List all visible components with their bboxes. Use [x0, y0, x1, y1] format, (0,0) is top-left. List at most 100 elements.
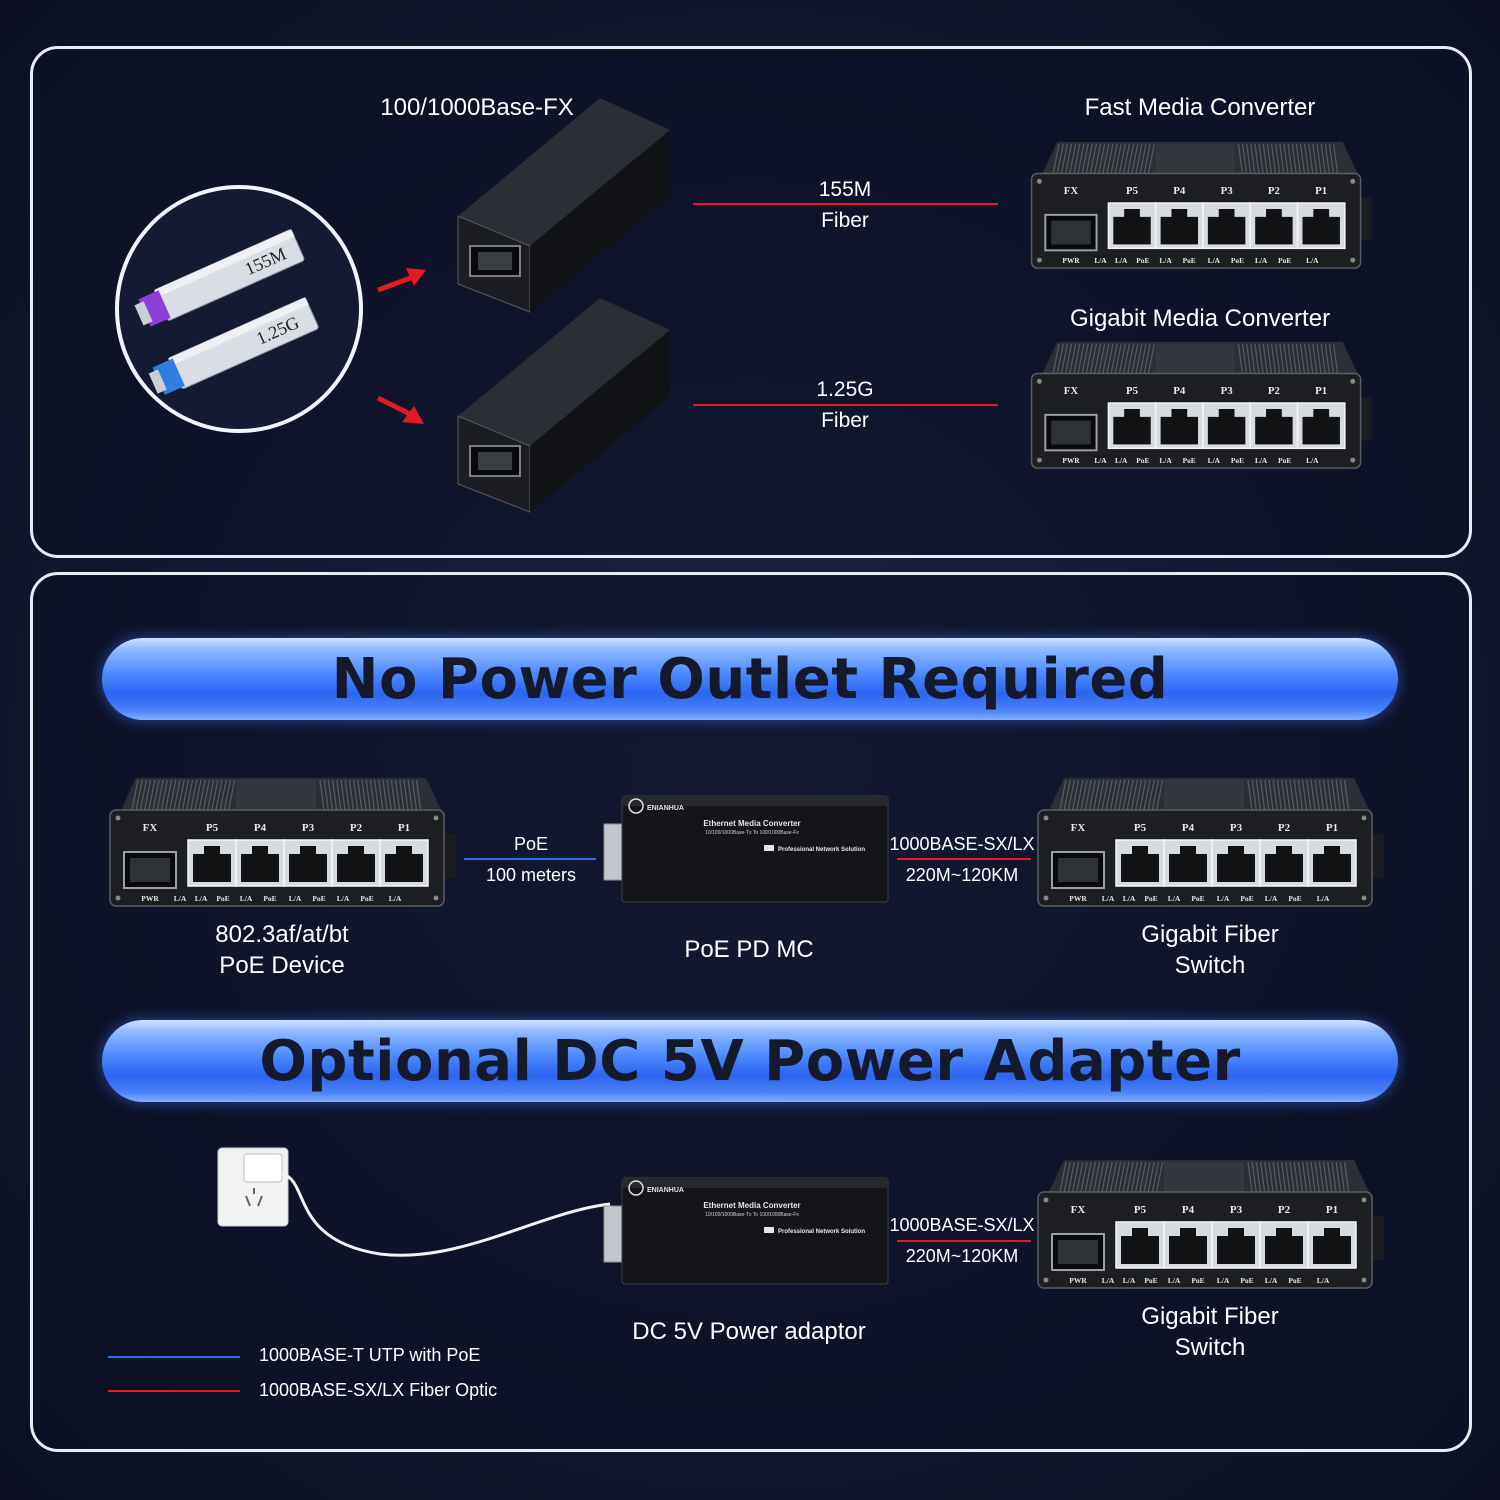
switch-port-label-p2: P2 — [1278, 822, 1291, 834]
mc-brand-label: ENIANHUA — [647, 805, 684, 812]
switch-led-label-4: L/A — [1159, 456, 1172, 465]
poe-switch-line2: Switch — [1174, 952, 1246, 979]
switch-led-label-6: L/A — [289, 894, 302, 903]
banner-optional-dc-adapter: Optional DC 5V Power Adapter — [102, 1020, 1398, 1102]
switch-port-label-p1: P1 — [1326, 822, 1338, 834]
switch-led-label-6: L/A — [1217, 1276, 1230, 1285]
switch-led-label-7: PoE — [312, 894, 325, 903]
dc-mc-label: DC 5V Power adaptor — [632, 1318, 866, 1345]
banner-no-power-outlet: No Power Outlet Required — [102, 638, 1398, 720]
legend-utp-label: 1000BASE-T UTP with PoE — [259, 1345, 481, 1365]
link-1-25g-speed: 1.25G — [816, 378, 874, 401]
switch-led-label-8: L/A — [1255, 456, 1268, 465]
switch-port-label-p2: P2 — [1278, 1204, 1291, 1216]
poe-pd-mc-label: PoE PD MC — [684, 936, 814, 963]
switch-port-label-p5: P5 — [1126, 385, 1139, 397]
switch-led-label-7: PoE — [1240, 894, 1253, 903]
switch-fx-label: FX — [1071, 1204, 1086, 1216]
switch-led-label-4: L/A — [1168, 894, 1181, 903]
switch-led-label-10: L/A — [389, 894, 402, 903]
switch-led-label-2: L/A — [1115, 456, 1128, 465]
switch-led-label-9: PoE — [1288, 894, 1301, 903]
converter-model-label: 100/1000Base-FX — [380, 94, 574, 121]
switch-led-label-3: PoE — [216, 894, 229, 903]
poe-link-top-label: PoE — [513, 834, 549, 854]
switch-port-label-p5: P5 — [1134, 1204, 1147, 1216]
banner-optional-text: Optional DC 5V Power Adapter — [259, 1028, 1241, 1094]
switch-led-label-3: PoE — [1136, 256, 1149, 265]
switch-led-label-5: PoE — [1183, 256, 1196, 265]
switch-led-label-9: PoE — [360, 894, 373, 903]
switch-port-label-p5: P5 — [206, 822, 219, 834]
poe-fiber-top-label: 1000BASE-SX/LX — [889, 834, 1035, 854]
mc-brand-label: ENIANHUA — [647, 1187, 684, 1194]
switch-port-label-p5: P5 — [1134, 822, 1147, 834]
legend-utp-swatch — [108, 1356, 240, 1358]
arrow-right-icon — [377, 268, 426, 293]
switch-port-label-p4: P4 — [1182, 822, 1195, 834]
dc-fiber-bottom-label: 220M~120KM — [905, 1246, 1019, 1266]
media-converter-angled-1 — [457, 98, 670, 313]
switch-port-label-p4: P4 — [254, 822, 267, 834]
switch-led-label-8: L/A — [1265, 1276, 1278, 1285]
switch-port-label-p2: P2 — [1268, 185, 1280, 197]
switch-port-label-p1: P1 — [398, 822, 410, 834]
switch-led-label-9: PoE — [1278, 256, 1291, 265]
switch-port-label-p3: P3 — [1221, 385, 1234, 397]
dc-fiber-top-label: 1000BASE-SX/LX — [889, 1215, 1035, 1235]
switch-led-label-10: L/A — [1317, 1276, 1330, 1285]
switch-led-label-7: PoE — [1231, 456, 1244, 465]
switch-led-label-1: L/A — [1094, 256, 1107, 265]
gigabit-media-converter-label: Gigabit Media Converter — [1069, 305, 1331, 332]
poe-device-line2: PoE Device — [219, 952, 345, 979]
switch-led-label-0: PWR — [1062, 456, 1080, 465]
mc-subtitle-label: 10/100/1000Base-Tx To 100/1000Base-Fx — [705, 1212, 799, 1218]
fiber-line-155m — [693, 203, 998, 205]
poe-switch-line1: Gigabit Fiber — [1141, 921, 1279, 948]
switch-led-label-5: PoE — [1183, 456, 1196, 465]
switch-port-label-p3: P3 — [1221, 185, 1234, 197]
switch-port-label-p3: P3 — [1230, 822, 1243, 834]
switch-led-label-2: L/A — [195, 894, 208, 903]
switch-led-label-0: PWR — [1069, 894, 1087, 903]
arrow-down-right-icon — [376, 395, 424, 424]
switch-led-label-4: L/A — [240, 894, 253, 903]
switch-led-label-0: PWR — [1069, 1276, 1087, 1285]
switch-led-label-4: L/A — [1159, 256, 1172, 265]
switch-port-label-p4: P4 — [1182, 1204, 1195, 1216]
mc-title-label: Ethernet Media Converter — [703, 1201, 800, 1210]
switch-port-label-p1: P1 — [1315, 185, 1327, 197]
switch-led-label-5: PoE — [1191, 894, 1204, 903]
switch-led-label-1: L/A — [1094, 456, 1107, 465]
switch-led-label-4: L/A — [1168, 1276, 1181, 1285]
switch-port-label-p4: P4 — [1173, 385, 1186, 397]
fiber-line-1-25g — [693, 404, 998, 406]
switch-led-label-8: L/A — [1255, 256, 1268, 265]
media-converter-angled-2 — [457, 298, 670, 513]
switch-led-label-6: L/A — [1208, 256, 1221, 265]
sfp-modules-illustration: 155M 1.25G — [115, 185, 363, 433]
switch-port-label-p3: P3 — [302, 822, 315, 834]
poe-fiber-bottom-label: 220M~120KM — [905, 865, 1019, 885]
switch-led-label-2: L/A — [1115, 256, 1128, 265]
poe-fiber-line — [897, 858, 1031, 860]
switch-led-label-1: L/A — [1102, 894, 1115, 903]
legend-fiber-label: 1000BASE-SX/LX Fiber Optic — [259, 1380, 498, 1400]
switch-led-label-6: L/A — [1217, 894, 1230, 903]
switch-fx-label: FX — [143, 822, 158, 834]
switch-port-label-p2: P2 — [1268, 385, 1280, 397]
switch-led-label-5: PoE — [1191, 1276, 1204, 1285]
switch-port-label-p1: P1 — [1315, 385, 1327, 397]
switch-led-label-0: PWR — [1062, 256, 1080, 265]
switch-led-label-3: PoE — [1144, 1276, 1157, 1285]
switch-port-label-p5: P5 — [1126, 185, 1139, 197]
switch-led-label-3: PoE — [1144, 894, 1157, 903]
poe-device-line1: 802.3af/at/bt — [215, 921, 349, 948]
switch-port-label-p1: P1 — [1326, 1204, 1338, 1216]
legend-fiber-swatch — [108, 1390, 240, 1392]
switch-led-label-2: L/A — [1123, 1276, 1136, 1285]
